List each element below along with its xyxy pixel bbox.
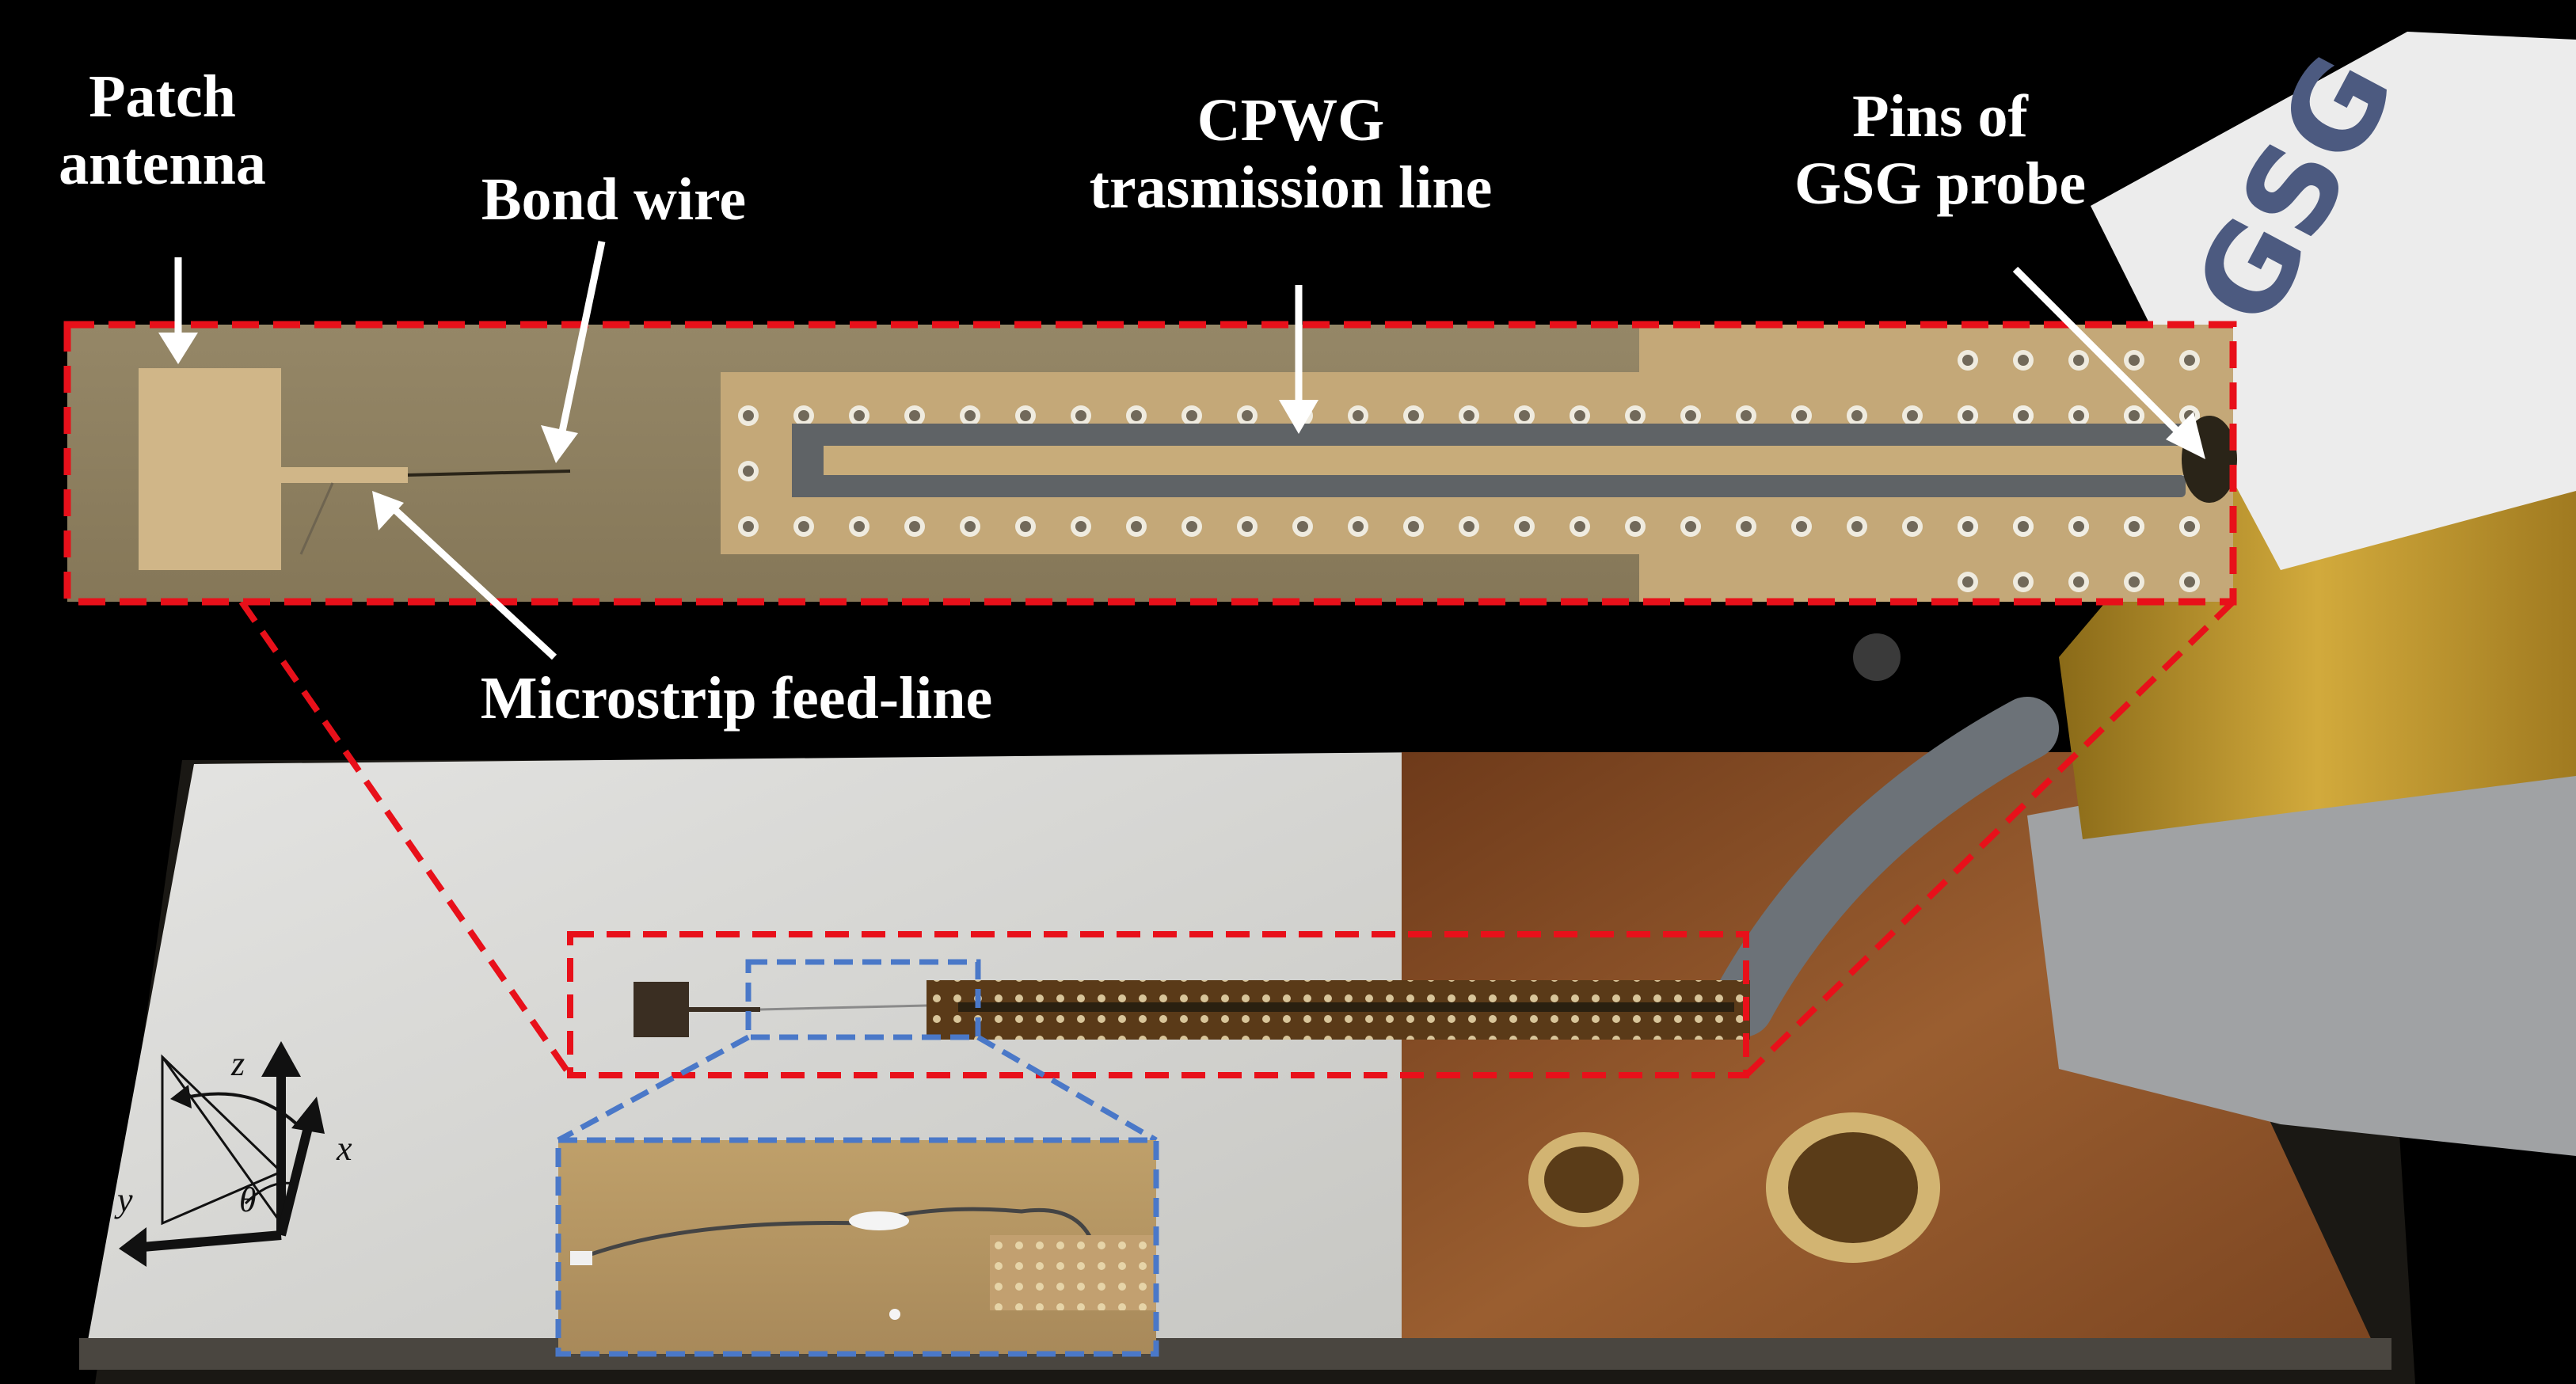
annotation-arrows xyxy=(158,241,2205,660)
probe-cable xyxy=(1710,697,2059,1037)
label-gsg-probe: Pins of GSG probe xyxy=(1742,83,2138,218)
arrow-microstrip xyxy=(393,508,557,660)
bondwire-inset xyxy=(558,1140,1156,1354)
red-connector-right xyxy=(1744,599,2235,1078)
board-edge xyxy=(79,1338,2391,1370)
fixture-screw xyxy=(1853,633,1901,681)
label-cpwg: CPWG trasmission line xyxy=(1014,87,1568,222)
label-microstrip: Microstrip feed-line xyxy=(480,665,993,732)
label-pins-line1: Pins of xyxy=(1852,83,2028,150)
red-callout-small xyxy=(567,931,1749,1078)
label-bond-wire: Bond wire xyxy=(481,166,747,233)
device-bondwire xyxy=(759,1004,927,1011)
arrow-pins xyxy=(2012,266,2185,439)
blue-connector-left xyxy=(557,1034,750,1143)
blue-connector-right xyxy=(976,1034,1158,1143)
label-cpwg-line2: trasmission line xyxy=(1089,154,1493,222)
label-cpwg-line1: CPWG xyxy=(1197,87,1385,154)
red-connector-left xyxy=(238,599,573,1078)
label-pins-line2: GSG probe xyxy=(1794,150,2087,218)
axis-label-y: y xyxy=(117,1181,133,1219)
axis-label-theta: θ xyxy=(239,1181,257,1219)
device-patch xyxy=(634,982,689,1037)
axis-label-x: x xyxy=(337,1129,352,1168)
magnified-inset xyxy=(67,325,2237,602)
device-cpwg-slot xyxy=(958,1002,1734,1012)
label-patch-antenna: Patch antenna xyxy=(28,63,297,198)
coordinate-axes xyxy=(119,1041,325,1267)
mounting-hole-left-inner xyxy=(1544,1146,1623,1213)
blue-callout-small xyxy=(745,959,981,1040)
red-callout-large xyxy=(63,321,2237,606)
axis-label-z: z xyxy=(231,1044,245,1083)
label-patch-line2: antenna xyxy=(59,131,266,198)
label-patch-line1: Patch xyxy=(89,63,236,130)
blue-callout-large xyxy=(555,1137,1159,1357)
mounting-hole-right-inner xyxy=(1788,1132,1918,1243)
arrow-bondwire xyxy=(558,241,606,432)
